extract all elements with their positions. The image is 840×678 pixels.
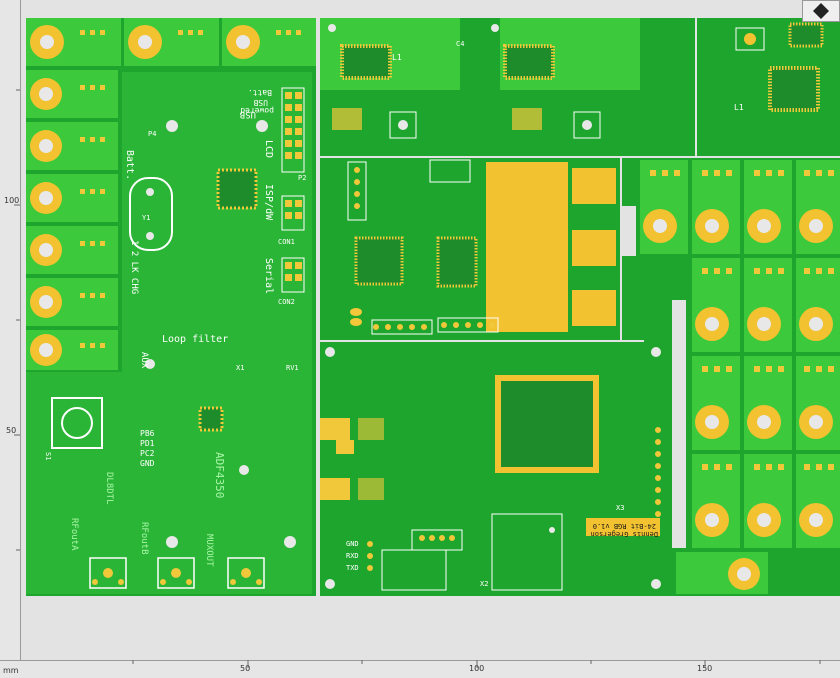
left-ruler: 100 50 <box>0 0 21 660</box>
muxout-label: MUXOUT <box>204 534 214 567</box>
left-ruler-tick-100: 100 <box>4 196 20 205</box>
usb-line: USB <box>253 98 268 107</box>
powered-line: powered <box>240 106 274 115</box>
con2-label: CON2 <box>278 298 295 306</box>
lk-chg-label: 1 2 LK CHG <box>129 240 139 294</box>
loop-filter-label: Loop filter <box>162 334 228 345</box>
left-module-column <box>26 70 118 370</box>
dennis-line2: 24-Bit RGB v1.0 <box>593 522 656 530</box>
top-middle-board <box>320 18 695 156</box>
batt-label: Batt. <box>124 150 135 180</box>
middle-board <box>320 158 620 340</box>
left-ruler-tick-50: 50 <box>6 426 17 435</box>
diamond-icon <box>813 3 829 19</box>
aux-label: AUX <box>139 352 149 369</box>
dennis-line1: Dennis Gregerson <box>591 530 658 538</box>
bottom-ruler-tick-100: 100 <box>469 664 485 673</box>
p4-label: P4 <box>148 130 156 138</box>
bottom-middle-board <box>320 342 666 596</box>
l1-label: L1 <box>392 53 402 62</box>
x1-label: X1 <box>236 364 244 372</box>
view-corner-button[interactable] <box>802 0 840 22</box>
adf-label: ADF4350 <box>213 452 226 498</box>
y1-label: Y1 <box>142 214 150 222</box>
txd-label: TXD <box>346 564 359 572</box>
pin-pd1: PD1 <box>140 439 155 448</box>
dl8dtl-label: DL8DTL <box>104 472 114 505</box>
batt-line: Batt. <box>248 88 272 97</box>
lcd-label: LCD <box>263 140 274 158</box>
rxd-label: RXD <box>346 552 359 560</box>
serial-label: Serial <box>263 258 274 294</box>
left-board <box>26 18 316 596</box>
gnd-label: GND <box>346 540 359 548</box>
p2-label: P2 <box>298 174 306 182</box>
isp-label: ISP/dW <box>263 184 274 221</box>
x3-label: X3 <box>616 504 624 512</box>
con1-label: CON1 <box>278 238 295 246</box>
usb-batt-label: USB <box>240 109 256 119</box>
rv1-label: RV1 <box>286 364 299 372</box>
top-right-board <box>697 18 840 156</box>
pin-pb6: PB6 <box>140 429 155 438</box>
l1-right-label: L1 <box>734 103 744 112</box>
bottom-ruler-tick-50: 50 <box>240 664 251 673</box>
ruler-unit: mm <box>3 666 19 675</box>
bottom-ruler: mm 50 100 150 <box>0 660 840 678</box>
c4-label: C4 <box>456 40 464 48</box>
rfoutb-label: RFoutB <box>139 522 149 555</box>
bottom-ruler-tick-150: 150 <box>697 664 713 673</box>
top-module-row <box>26 18 316 66</box>
pin-pc2: PC2 <box>140 449 155 458</box>
s1-label: S1 <box>44 452 52 460</box>
pin-gnd: GND <box>140 459 155 468</box>
x2-label: X2 <box>480 580 488 588</box>
rfouta-label: RFoutA <box>69 518 79 551</box>
